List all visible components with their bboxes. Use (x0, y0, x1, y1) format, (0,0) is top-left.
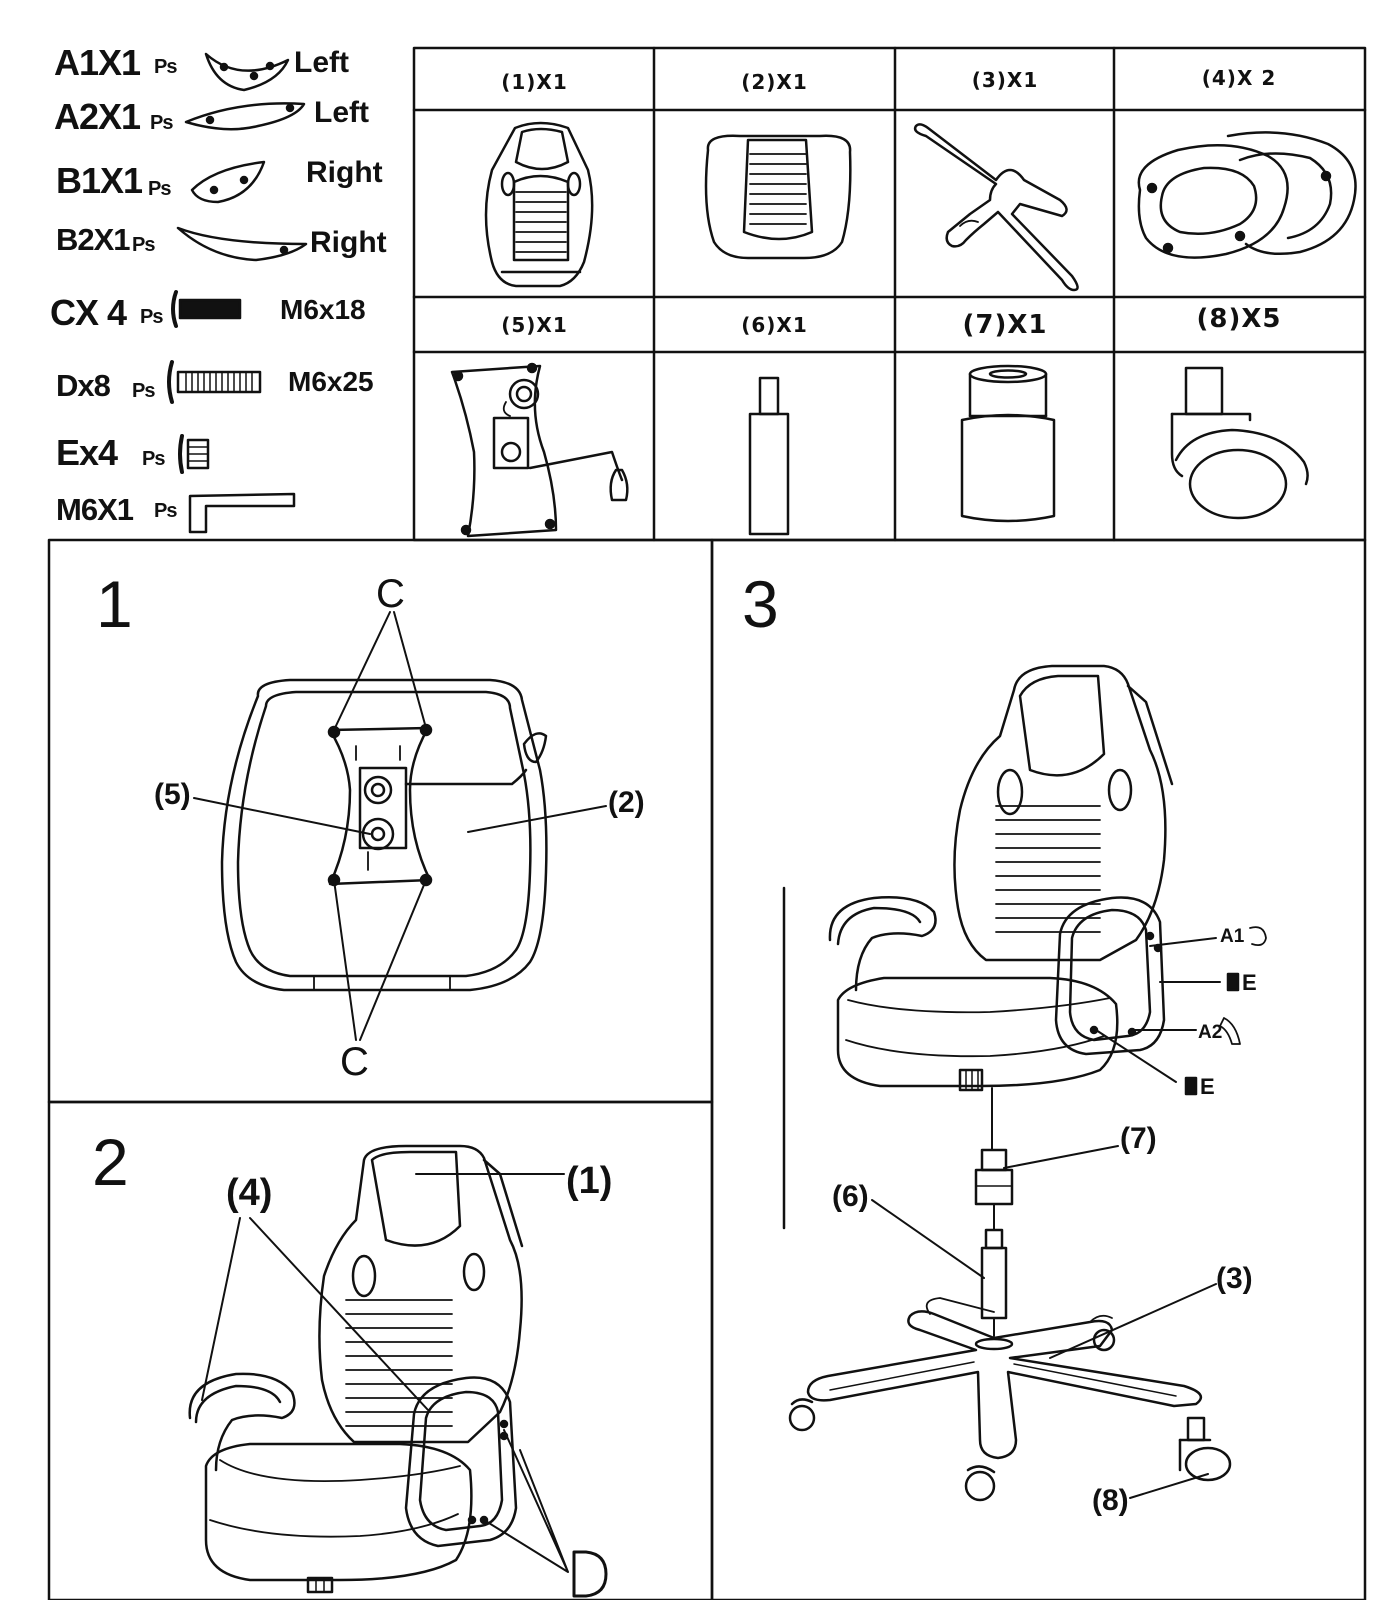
hardware-b1-side: Right (306, 156, 383, 189)
part-backrest-icon (484, 121, 594, 288)
part-caster-icon (1170, 366, 1309, 520)
hardware-e-code: Ex4 (56, 432, 118, 473)
step3-callout-part7: (7) (1120, 1122, 1157, 1155)
hardware-a2-side: Left (314, 96, 369, 129)
hardware-b2-icon (176, 226, 308, 262)
part-5-label: (5)X1 (501, 313, 568, 337)
hex-key-qty: Ps (154, 500, 177, 522)
part-gas-lift-icon (748, 376, 790, 536)
step3-e-mini-icon-bottom (1184, 1076, 1198, 1096)
part-2-label: (2)X1 (741, 70, 808, 94)
step-1-number: 1 (96, 567, 133, 641)
part-gas-lift-cover-icon (960, 364, 1056, 523)
hardware-b2-side: Right (310, 226, 387, 259)
step3-callout-a2: A2 (1198, 1022, 1223, 1043)
step3-callout-e-top: E (1242, 970, 1257, 995)
step3-e-mini-icon-top (1226, 972, 1240, 992)
step3-callout-part3: (3) (1216, 1262, 1253, 1295)
step3-callout-part6: (6) (832, 1180, 869, 1213)
part-base-icon (913, 123, 1079, 292)
hardware-b1-code: B1X1 (56, 160, 143, 201)
hex-key-code: M6X1 (56, 492, 134, 527)
part-7-label: (7)X1 (962, 310, 1048, 340)
part-4-label: (4)X 2 (1201, 66, 1277, 90)
hardware-d-qty: Ps (132, 380, 155, 402)
part-seat-icon (704, 134, 852, 260)
hardware-b2-qty: Ps (132, 234, 155, 256)
part-1-label: (1)X1 (501, 70, 568, 94)
step2-callout-part4: (4) (226, 1172, 273, 1214)
hardware-d-spec: M6x25 (288, 366, 374, 397)
step3-callout-a1: A1 (1220, 926, 1245, 947)
part-6-label: (6)X1 (741, 313, 808, 337)
hardware-e-nut-icon (178, 434, 210, 474)
hardware-a2-qty: Ps (150, 112, 173, 134)
hardware-c-code: CX 4 (50, 292, 127, 333)
step2-d-symbol (572, 1550, 608, 1598)
part-mechanism-icon (450, 362, 629, 538)
hardware-a1-icon (204, 52, 290, 92)
hardware-c-spec: M6x18 (280, 294, 366, 325)
hardware-c-bolt-icon (171, 290, 242, 328)
step1-seat-underside (220, 678, 548, 992)
step1-callout-part2: (2) (608, 786, 645, 819)
step3-chair-assembly (788, 664, 1232, 1502)
step3-callout-part8: (8) (1092, 1484, 1129, 1517)
step3-leader-lines (871, 937, 1221, 1499)
hardware-b2-code: B2X1 (56, 222, 131, 257)
hardware-b1-qty: Ps (148, 178, 171, 200)
step2-chair-with-armrests (188, 1144, 524, 1594)
step2-callout-part1: (1) (566, 1160, 613, 1202)
step3-a1-mini-icon (1249, 926, 1267, 947)
step-3-number: 3 (742, 567, 779, 641)
hardware-a1-side: Left (294, 46, 349, 79)
parts-table-grid (412, 46, 1367, 542)
step1-callout-c-top: C (376, 572, 405, 616)
step2-leader-lines (201, 1173, 569, 1573)
step2-callout-d: D (574, 1550, 575, 1551)
hardware-a1-code: A1X1 (54, 42, 141, 83)
part-armrests-icon (1137, 131, 1357, 259)
step3-callout-e-bottom: E (1200, 1074, 1215, 1099)
step1-callout-part5: (5) (154, 778, 191, 811)
hardware-e-qty: Ps (142, 448, 165, 470)
step-2-number: 2 (92, 1125, 129, 1199)
hardware-b1-icon (190, 160, 266, 204)
step1-callout-c-bottom: C (340, 1040, 369, 1084)
hardware-a2-icon (184, 102, 306, 131)
hex-key-icon (188, 492, 296, 534)
hardware-c-qty: Ps (140, 306, 163, 328)
step3-a2-mini-icon (1219, 1017, 1241, 1045)
hardware-d-bolt-icon (167, 360, 262, 404)
hardware-a2-code: A2X1 (54, 96, 141, 137)
part-3-label: (3)X1 (971, 68, 1039, 92)
step-frames (47, 538, 1367, 1600)
hardware-a1-qty: Ps (154, 56, 177, 78)
part-8-label: (8)X5 (1196, 304, 1282, 334)
step1-leader-lines (193, 611, 607, 1041)
hardware-d-code: Dx8 (56, 368, 111, 403)
